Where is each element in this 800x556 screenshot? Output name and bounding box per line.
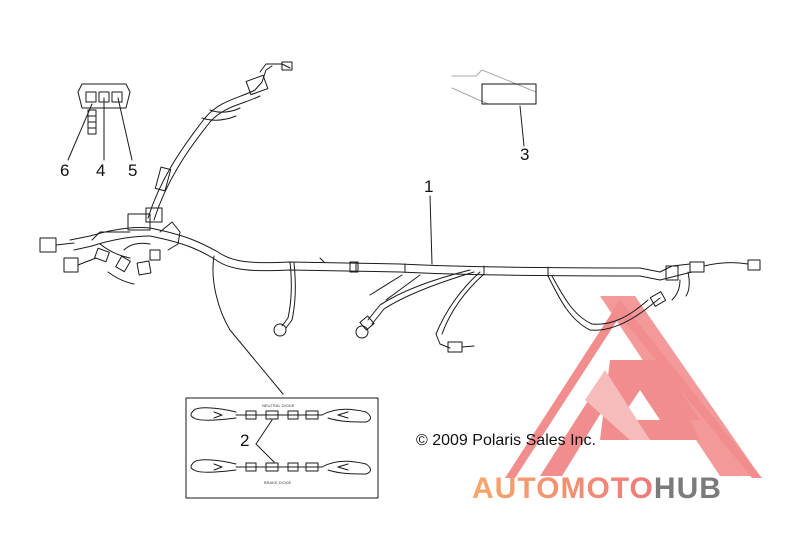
inset-bottom-caption: BRAKE DIODE xyxy=(264,480,292,485)
callout-6: 6 xyxy=(60,161,70,180)
left-connector-cluster xyxy=(39,207,181,285)
connector-detail xyxy=(67,83,133,161)
middle-branches xyxy=(355,269,485,353)
inset-top-caption: NEUTRAL DIODE xyxy=(262,403,295,408)
callout-2: 2 xyxy=(240,431,250,450)
watermark-text-part2: HUB xyxy=(653,472,722,505)
watermark-logo xyxy=(505,296,762,478)
callout-1: 1 xyxy=(424,177,434,196)
leader-to-inset xyxy=(212,255,284,395)
lower-left-pigtail xyxy=(273,261,296,337)
callout-3: 3 xyxy=(520,145,530,164)
watermark-text-part1: AUTOMOTO xyxy=(472,472,654,505)
right-branch xyxy=(547,259,761,331)
leader-1 xyxy=(429,195,433,265)
inset-box xyxy=(185,397,379,499)
callout-4: 4 xyxy=(96,161,106,180)
upper-branch xyxy=(147,61,293,221)
label-decal xyxy=(451,69,537,147)
main-harness-trunk xyxy=(149,227,661,281)
watermark-text: AUTOMOTOHUB xyxy=(472,472,722,506)
callout-5: 5 xyxy=(128,161,138,180)
copyright-notice: © 2009 Polaris Sales Inc. xyxy=(416,432,596,449)
